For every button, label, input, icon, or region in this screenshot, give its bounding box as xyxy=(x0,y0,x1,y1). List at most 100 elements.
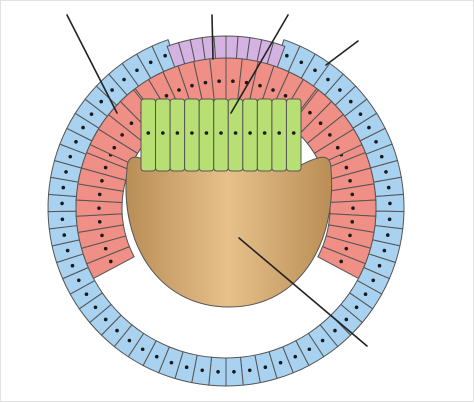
central-cell xyxy=(140,98,157,172)
cell-nucleus xyxy=(64,170,68,174)
cell-nucleus xyxy=(344,246,349,251)
cell-nucleus xyxy=(216,370,220,374)
cell-nucleus xyxy=(203,80,208,85)
cell-nucleus xyxy=(350,192,355,197)
cell-nucleus xyxy=(351,206,355,210)
central-cell xyxy=(198,98,215,172)
cell-nucleus xyxy=(68,154,73,159)
cell-nucleus xyxy=(140,347,145,352)
cell-nucleus xyxy=(97,220,102,224)
label-leader-lines xyxy=(66,14,368,347)
central-cell xyxy=(285,98,302,172)
central-cell xyxy=(169,98,186,172)
cell-nucleus xyxy=(89,112,94,116)
cell-nucleus xyxy=(97,206,101,210)
cell-nucleus xyxy=(233,131,238,135)
cell-nucleus xyxy=(190,83,194,88)
cell-nucleus xyxy=(293,354,298,359)
cell-nucleus xyxy=(103,317,108,322)
cell-nucleus xyxy=(307,347,312,352)
cell-nucleus xyxy=(283,94,288,98)
cell-nucleus xyxy=(200,368,205,373)
cell-nucleus xyxy=(122,77,126,82)
cell-nucleus xyxy=(93,305,98,310)
cell-nucleus xyxy=(382,248,387,253)
outer-cell xyxy=(47,210,78,230)
cell-nucleus xyxy=(328,133,332,137)
cell-nucleus xyxy=(384,170,388,174)
central-cell xyxy=(213,98,229,172)
cell-nucleus xyxy=(127,338,132,343)
cell-nucleus xyxy=(148,60,153,65)
cell-nucleus xyxy=(120,133,124,137)
cell-nucleus xyxy=(385,233,390,237)
cell-nucleus xyxy=(65,248,70,253)
cell-nucleus xyxy=(338,88,342,92)
cell-nucleus xyxy=(326,77,330,82)
cell-nucleus xyxy=(154,354,159,359)
central-cell xyxy=(155,98,171,172)
cell-nucleus xyxy=(62,233,67,237)
cell-nucleus xyxy=(348,179,352,183)
cell-nucleus xyxy=(367,125,371,130)
cell-nucleus xyxy=(164,94,169,98)
cell-nucleus xyxy=(258,83,262,88)
cell-nucleus xyxy=(320,338,325,343)
cell-nucleus xyxy=(84,292,89,296)
outer-cell xyxy=(375,193,405,213)
cell-nucleus xyxy=(61,185,66,190)
cell-nucleus xyxy=(184,365,189,370)
central-cell xyxy=(227,98,244,172)
cell-nucleus xyxy=(339,259,344,264)
central-cell xyxy=(256,98,273,172)
cell-nucleus xyxy=(374,139,378,144)
cell-nucleus xyxy=(333,328,337,333)
cell-nucleus xyxy=(103,246,108,251)
cell-nucleus xyxy=(60,217,65,222)
cell-nucleus xyxy=(110,88,114,92)
leader-line xyxy=(325,40,359,66)
cell-nucleus xyxy=(291,131,296,135)
cell-nucleus xyxy=(60,201,64,206)
cell-nucleus xyxy=(285,53,289,58)
leader-line xyxy=(238,237,368,347)
cell-nucleus xyxy=(371,278,376,283)
cell-nucleus xyxy=(271,88,275,92)
cell-nucleus xyxy=(100,233,104,238)
cell-nucleus xyxy=(146,131,151,135)
cell-nucleus xyxy=(354,305,359,310)
cell-nucleus xyxy=(100,179,104,183)
cell-nucleus xyxy=(278,360,283,365)
central-cell xyxy=(242,98,258,172)
side-cell xyxy=(317,245,366,280)
side-cell xyxy=(313,128,363,165)
cell-nucleus xyxy=(97,192,102,197)
cell-nucleus xyxy=(318,121,323,126)
cell-nucleus xyxy=(388,201,392,206)
outer-cell xyxy=(47,193,77,213)
cell-nucleus xyxy=(161,131,165,135)
central-cavity xyxy=(125,156,333,308)
cell-nucleus xyxy=(348,233,352,238)
cell-nucleus xyxy=(348,99,353,104)
cell-nucleus xyxy=(313,68,317,73)
cell-nucleus xyxy=(99,99,104,104)
cell-nucleus xyxy=(163,53,167,58)
cell-nucleus xyxy=(109,259,113,264)
cell-nucleus xyxy=(308,110,312,115)
cell-nucleus xyxy=(299,60,304,65)
cell-nucleus xyxy=(344,317,349,322)
cell-nucleus xyxy=(74,139,78,144)
leader-line xyxy=(211,14,214,60)
cell-nucleus xyxy=(190,131,194,135)
cell-nucleus xyxy=(135,68,139,73)
cell-nucleus xyxy=(263,365,268,370)
cell-nucleus xyxy=(358,112,363,116)
central-cell-band xyxy=(140,98,302,172)
cell-nucleus xyxy=(76,278,81,283)
cell-nucleus xyxy=(112,145,117,150)
cell-nucleus xyxy=(248,131,252,135)
cell-nucleus xyxy=(350,220,355,224)
